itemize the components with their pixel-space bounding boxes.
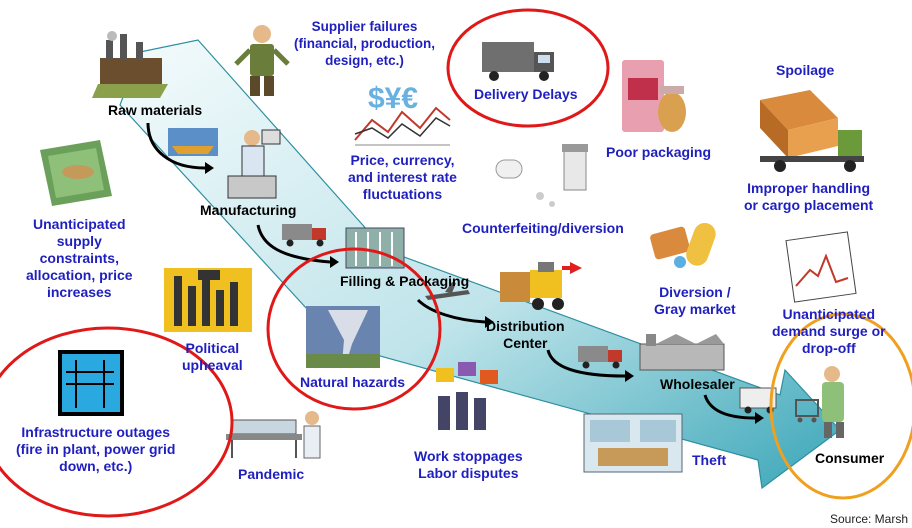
- assembly-worker-icon: [227, 129, 281, 199]
- risk-natural-hazards: Natural hazards: [300, 374, 406, 390]
- warehouse-building-icon: [639, 334, 725, 371]
- small-truck-icon: [282, 224, 326, 247]
- stage-filling-packaging: Filling & Packaging: [340, 273, 470, 289]
- airplane-icon: [425, 282, 470, 300]
- store-theft-icon: [583, 413, 683, 473]
- money-bundle-icon: [40, 140, 112, 206]
- cargo-ship-icon: [168, 128, 218, 156]
- risk-diversion-gray-market: Diversion / Gray market: [654, 284, 736, 317]
- risk-infrastructure-outages: Infrastructure outages (fire in plant, p…: [16, 424, 176, 474]
- shopper-icon: [795, 366, 844, 438]
- hospital-bed-icon: [226, 411, 321, 459]
- highlight-circle-delivery-delays: [446, 8, 610, 128]
- stage-distribution-center: Distribution Center: [486, 318, 565, 351]
- risk-supply-constraints: Unanticipated supply constraints, alloca…: [26, 216, 133, 300]
- svg-text:$¥€: $¥€: [368, 82, 418, 115]
- stage-flow-arrows: [146, 122, 756, 420]
- stage-raw-materials: Raw materials: [108, 102, 203, 118]
- diversion-pills-icon: [650, 223, 716, 268]
- tornado-icon: [306, 306, 380, 368]
- power-grid-icon: [58, 350, 124, 416]
- demand-chart-icon: [785, 231, 857, 303]
- protesters-icon: [436, 362, 498, 430]
- risk-political-upheaval: Political upheaval: [182, 340, 243, 373]
- risk-spoilage: Spoilage: [776, 62, 835, 78]
- stage-manufacturing: Manufacturing: [200, 202, 297, 218]
- risk-theft: Theft: [692, 452, 727, 468]
- pill-bottles-icon: [495, 144, 588, 207]
- forklift-icon: [500, 262, 582, 310]
- risk-supplier-failures: Supplier failures (financial, production…: [294, 19, 435, 68]
- broken-package-icon: [622, 60, 686, 132]
- risk-work-stoppages: Work stoppages Labor disputes: [414, 448, 523, 481]
- stage-consumer: Consumer: [815, 450, 885, 466]
- risk-poor-packaging: Poor packaging: [606, 144, 712, 160]
- risk-counterfeiting: Counterfeiting/diversion: [462, 220, 624, 236]
- factory-icon: [92, 31, 168, 98]
- stage-flow-arrowheads: [205, 162, 764, 424]
- risk-price-currency: Price, currency, and interest rate fluct…: [348, 152, 457, 202]
- currency-chart-icon: $¥€: [354, 82, 451, 146]
- highlight-circle-consumer: [769, 312, 912, 500]
- risk-improper-handling: Improper handling or cargo placement: [744, 180, 874, 213]
- delivery-truck-icon: [482, 42, 554, 81]
- stage-wholesaler: Wholesaler: [660, 376, 735, 392]
- risk-delivery-delays: Delivery Delays: [474, 86, 578, 102]
- delivery-van-icon: [739, 387, 777, 414]
- highlight-circle-natural-hazards: [266, 247, 442, 411]
- source-credit: Source: Marsh: [829, 512, 908, 526]
- risk-pandemic: Pandemic: [238, 466, 305, 482]
- cargo-truck-icon: [760, 90, 864, 172]
- wholesaler-truck-icon: [578, 346, 622, 369]
- highlight-circle-infrastructure: [0, 326, 234, 518]
- frustrated-worker-icon: [234, 25, 290, 96]
- risk-demand-surge: Unanticipated demand surge or drop-off: [772, 306, 886, 356]
- political-upheaval-icon: [164, 268, 252, 332]
